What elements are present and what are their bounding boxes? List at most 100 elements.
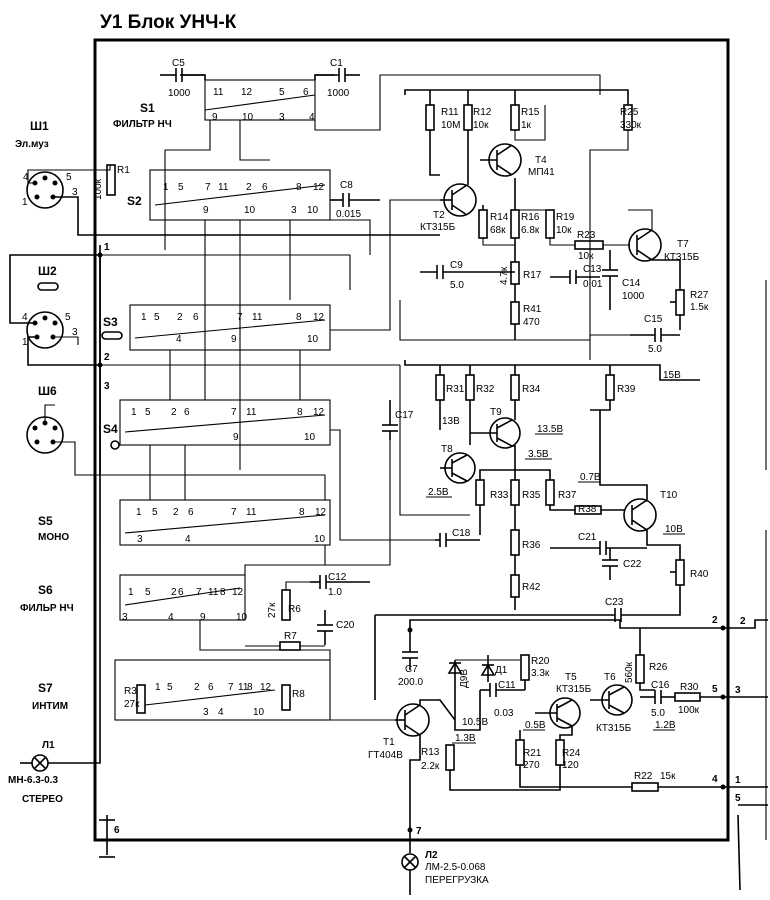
svg-text:R8: R8 <box>292 689 305 700</box>
resistor-r8: R8 <box>281 684 305 711</box>
svg-text:C17: C17 <box>395 410 414 421</box>
svg-text:КТ315Б: КТ315Б <box>664 252 700 263</box>
resistor-r26: R26 560к <box>624 628 668 691</box>
svg-text:9: 9 <box>231 334 237 345</box>
svg-text:10.5В: 10.5В <box>462 717 488 728</box>
svg-text:560к: 560к <box>624 661 635 683</box>
svg-text:4: 4 <box>309 112 315 123</box>
svg-text:T2: T2 <box>433 210 445 221</box>
svg-text:R36: R36 <box>522 540 541 551</box>
svg-text:2: 2 <box>194 682 200 693</box>
resistor-r27: R27 1.5к <box>670 289 709 330</box>
resistor-r16: R16 6.8к <box>510 178 540 239</box>
svg-text:C22: C22 <box>623 559 642 570</box>
svg-text:270: 270 <box>523 760 540 771</box>
svg-text:7: 7 <box>231 507 237 518</box>
svg-text:330к: 330к <box>620 120 642 131</box>
switch-bus-wiring: 1 2 3 <box>97 199 470 721</box>
s7-desc: ИНТИМ <box>32 701 68 712</box>
svg-text:T9: T9 <box>490 407 502 418</box>
svg-text:R23: R23 <box>577 230 596 241</box>
l1-extra: СТЕРЕО <box>22 794 63 805</box>
svg-text:7: 7 <box>228 682 234 693</box>
capacitor-c18: C18 <box>435 528 480 547</box>
capacitor-c9: C9 5.0 <box>420 260 515 291</box>
svg-text:1: 1 <box>128 587 134 598</box>
capacitor-c5: C5 1000 <box>160 58 205 99</box>
svg-text:1000: 1000 <box>168 88 191 99</box>
capacitor-c8: C8 0.015 <box>330 180 380 220</box>
svg-text:5: 5 <box>154 312 160 323</box>
svg-text:T7: T7 <box>677 239 689 250</box>
svg-text:R13: R13 <box>421 747 440 758</box>
transistor-t5: T5 КТ315Б 0.5В <box>523 672 592 731</box>
svg-text:11: 11 <box>246 407 257 418</box>
resistor-r42: R42 <box>510 574 541 610</box>
resistor-r6: R6 27к <box>267 581 310 621</box>
svg-text:C9: C9 <box>450 260 463 271</box>
svg-text:15к: 15к <box>660 771 676 782</box>
svg-text:R11: R11 <box>441 107 459 118</box>
svg-text:R31: R31 <box>446 384 465 395</box>
svg-text:1000: 1000 <box>327 88 350 99</box>
svg-text:10: 10 <box>253 707 265 718</box>
resistor-r7: R7 <box>245 631 325 651</box>
transistor-t8: T8 2.5В <box>426 444 476 498</box>
l1-desc: МН-6.3-0.3 <box>8 775 58 786</box>
svg-text:R3: R3 <box>124 686 137 697</box>
svg-text:13В: 13В <box>442 416 460 427</box>
svg-text:C1: C1 <box>330 58 343 69</box>
svg-text:T5: T5 <box>565 672 577 683</box>
switch-s1-label: S1 ФИЛЬТР НЧ <box>113 101 172 130</box>
svg-text:5: 5 <box>66 172 72 183</box>
svg-text:7: 7 <box>205 182 211 193</box>
svg-text:11: 11 <box>213 87 224 98</box>
resistor-r39: R39 <box>590 374 636 411</box>
transistor-t10: T10 0.7В 10В <box>578 410 685 560</box>
svg-text:C11: C11 <box>498 680 516 691</box>
svg-text:10: 10 <box>236 612 248 623</box>
sh1-desc: Эл.муз <box>15 139 49 150</box>
tape-icon <box>37 282 59 291</box>
capacitor-c13: C13 0.01 <box>550 264 603 290</box>
svg-text:6: 6 <box>193 312 199 323</box>
middle-supply-rail: 15В <box>404 360 700 381</box>
svg-text:R41: R41 <box>523 304 542 315</box>
transistor-t10-icon <box>623 498 657 532</box>
resistor-r12: R12 10к <box>463 104 492 185</box>
svg-text:3: 3 <box>291 205 297 216</box>
svg-text:6: 6 <box>262 182 268 193</box>
s1-desc: ФИЛЬТР НЧ <box>113 119 172 130</box>
svg-text:R34: R34 <box>522 384 541 395</box>
svg-text:R22: R22 <box>634 771 653 782</box>
svg-text:R19: R19 <box>556 212 575 223</box>
svg-text:4: 4 <box>168 612 174 623</box>
svg-text:3: 3 <box>72 327 78 338</box>
resistor-r21: R21 270 <box>515 730 542 771</box>
svg-text:1: 1 <box>735 775 741 786</box>
svg-text:6: 6 <box>114 825 120 836</box>
svg-text:R21: R21 <box>523 748 542 759</box>
svg-text:12: 12 <box>260 682 272 693</box>
svg-text:6: 6 <box>188 507 194 518</box>
resistor-r32: R32 <box>465 374 495 445</box>
svg-text:2: 2 <box>171 407 177 418</box>
svg-text:10М: 10М <box>441 120 460 131</box>
svg-text:8: 8 <box>296 312 302 323</box>
svg-text:3: 3 <box>72 187 78 198</box>
svg-text:R7: R7 <box>284 631 297 642</box>
svg-text:R15: R15 <box>521 107 540 118</box>
resistor-r41: R41 470 <box>510 284 542 340</box>
node-2-output: 2 <box>712 615 726 631</box>
svg-text:МП41: МП41 <box>528 167 555 178</box>
svg-text:6.8к: 6.8к <box>521 225 540 236</box>
svg-text:C12: C12 <box>328 572 347 583</box>
svg-text:0.03: 0.03 <box>494 708 514 719</box>
svg-text:R17: R17 <box>523 270 542 281</box>
svg-text:1: 1 <box>163 182 169 193</box>
svg-text:C23: C23 <box>605 597 624 608</box>
